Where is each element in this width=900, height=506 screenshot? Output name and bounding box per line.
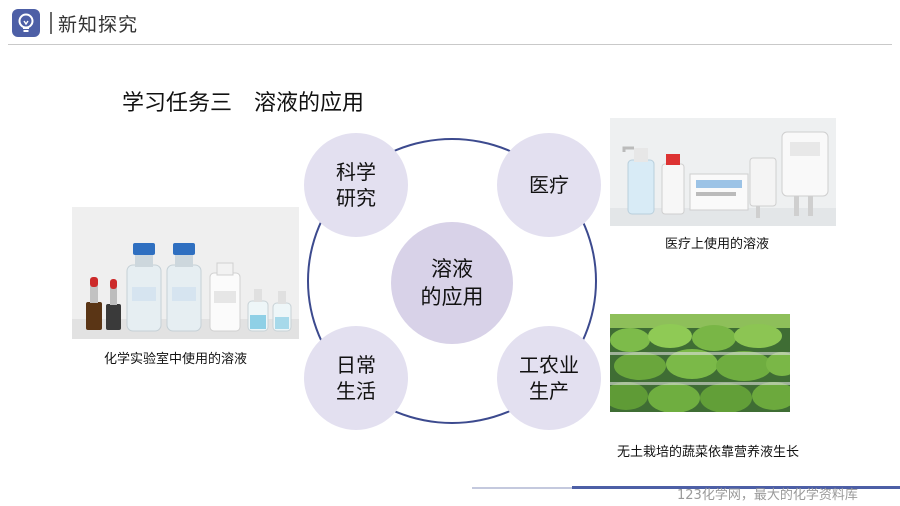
footer-line-accent — [572, 486, 900, 489]
footer-line-light — [472, 487, 572, 489]
node-label: 工农业 — [519, 353, 579, 377]
lab-caption: 化学实验室中使用的溶液 — [104, 352, 248, 367]
node-daily-life: 日常 生活 — [304, 326, 408, 430]
node-label: 医疗 — [529, 173, 569, 197]
node-label: 日常 — [336, 353, 376, 377]
center-line-1: 溶液 — [431, 257, 473, 281]
medical-caption: 医疗上使用的溶液 — [665, 237, 770, 252]
node-label: 生活 — [336, 379, 376, 403]
concept-ring — [307, 138, 597, 424]
node-science-research: 科学 研究 — [304, 133, 408, 237]
node-medical: 医疗 — [497, 133, 601, 237]
hydroponic-vegetables-photo — [610, 314, 790, 412]
node-industry-agriculture: 工农业 生产 — [497, 326, 601, 430]
lightbulb-icon — [12, 9, 40, 37]
watermark-text: 123化学网，最大的化学资料库 — [677, 488, 858, 503]
node-label: 研究 — [336, 186, 376, 210]
header-title: 新知探究 — [58, 14, 139, 36]
header-divider — [50, 12, 52, 34]
vegetables-caption: 无土栽培的蔬菜依靠营养液生长 — [617, 445, 800, 460]
center-bubble: 溶液 的应用 — [391, 222, 513, 344]
center-line-2: 的应用 — [420, 285, 484, 309]
slide-header: 新知探究 — [0, 0, 900, 46]
header-underline — [8, 44, 892, 45]
task-title: 学习任务三 溶液的应用 — [122, 91, 365, 116]
medical-solutions-photo — [610, 118, 836, 226]
node-label: 生产 — [529, 379, 569, 403]
node-label: 科学 — [336, 160, 376, 184]
lab-solutions-photo — [72, 207, 299, 339]
